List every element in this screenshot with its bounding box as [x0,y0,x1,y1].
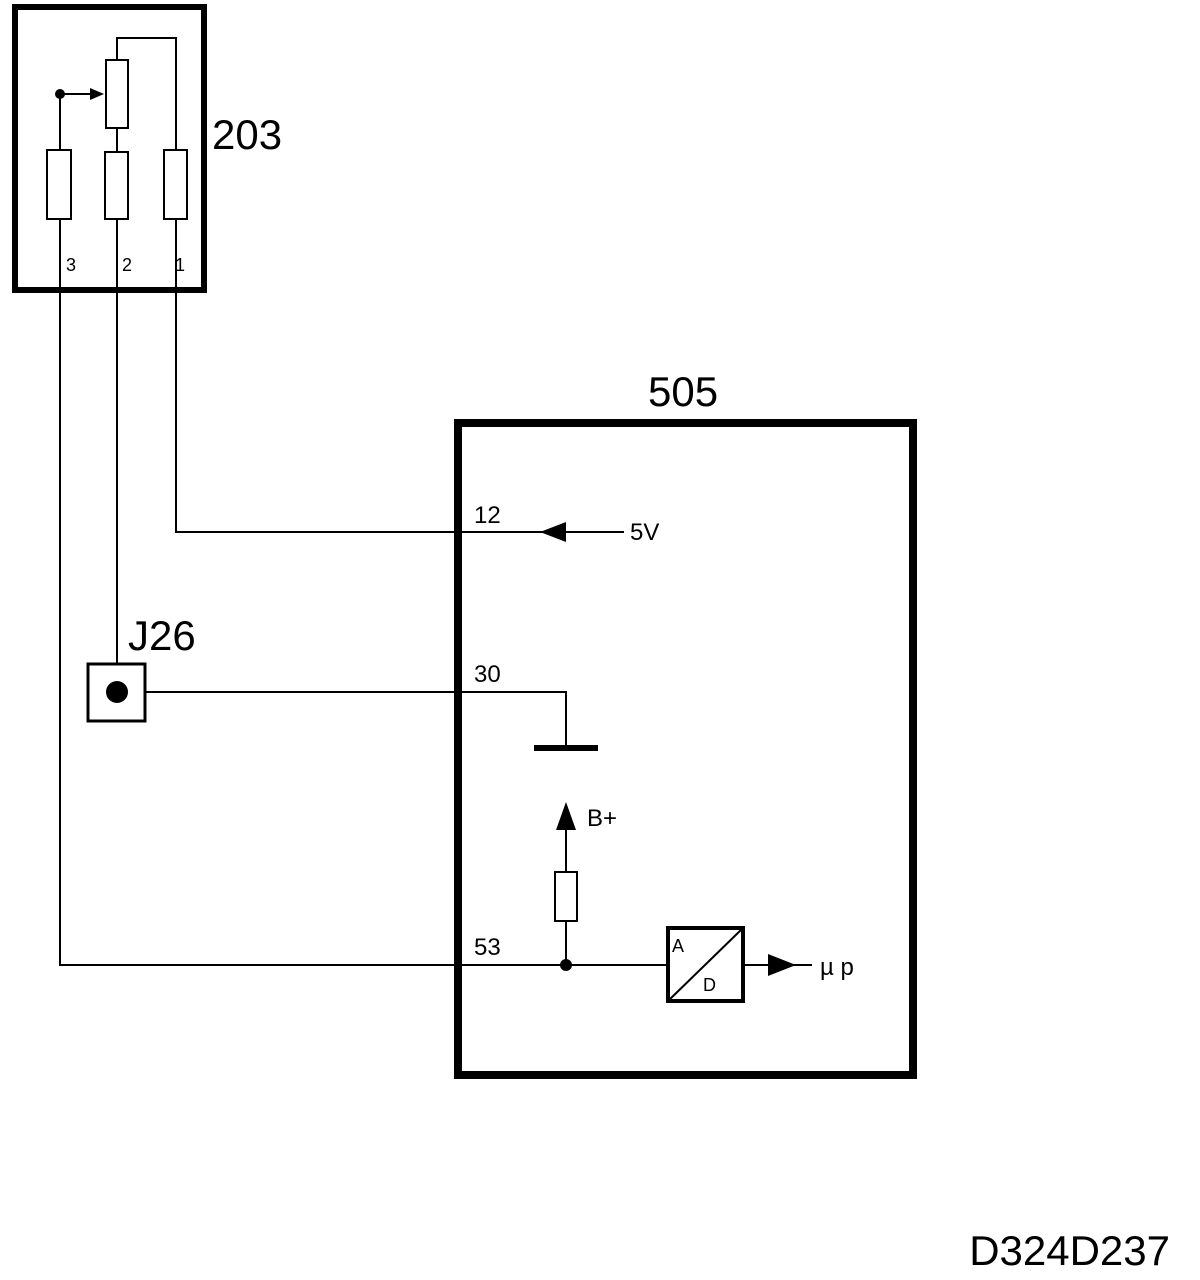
resistor-pin1 [163,149,188,220]
connector-label: J26 [128,612,196,659]
pullup-resistor [554,871,578,922]
signal-junction-node [560,959,572,971]
pin-12-label: 12 [474,502,501,529]
connector-terminal [106,681,128,703]
sensor-label: 203 [212,111,282,158]
sensor-housing [12,4,207,293]
wire-pin3-to-53 [59,219,460,966]
ecu-505: 505 12 5V 30 B+ 53 A D µ p [454,368,917,1079]
ecu-label: 505 [648,368,718,415]
wiper-arrow-icon [90,88,104,100]
wire-pin1-to-12 [175,219,460,533]
battery-arrow-icon [556,802,576,830]
ad-input-label: A [672,936,684,956]
pin-2-label: 2 [122,255,132,275]
supply-voltage-label: 5V [630,519,659,546]
pin-53-label: 53 [474,934,501,961]
ad-output-label: D [703,975,716,995]
connector-j26: J26 [86,612,196,723]
resistor-pin2 [104,151,129,220]
potentiometer-resistor [105,59,129,129]
sensor-203: 3 2 1 203 [12,4,282,293]
ecu-housing [454,419,917,1079]
drawing-id: D324D237 [969,1227,1170,1274]
pin-3-label: 3 [66,255,76,275]
resistor-pin3 [46,149,72,220]
pin-1-label: 1 [175,255,185,275]
ground-internal-wire [460,691,567,748]
battery-label: B+ [587,805,617,832]
pin-30-label: 30 [474,661,501,688]
potentiometer-top-wire [116,37,177,150]
connector-body [86,662,147,723]
ad-converter-diagonal [667,927,744,1002]
output-arrow-icon [768,954,796,976]
harness-wires [59,219,460,966]
output-label: µ p [820,954,854,981]
supply-arrow-icon [540,522,566,542]
